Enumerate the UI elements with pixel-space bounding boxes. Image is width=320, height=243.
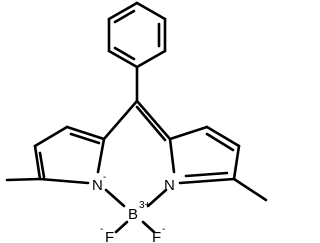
bond bbox=[102, 99, 139, 141]
bond bbox=[107, 49, 139, 69]
bodipy-structure: N - N B 3+ - F F - bbox=[5, 1, 268, 243]
double-bond-line bbox=[113, 9, 136, 24]
right-pyrrole-ring bbox=[168, 125, 268, 202]
double-bond-line bbox=[135, 105, 167, 142]
bond bbox=[33, 144, 42, 181]
bond bbox=[146, 188, 168, 208]
nitrogen-left-charge: - bbox=[103, 172, 106, 183]
phenyl-ring bbox=[107, 1, 167, 69]
bond bbox=[168, 137, 176, 174]
fluorine-left-label: F bbox=[105, 229, 114, 243]
bond bbox=[33, 125, 69, 148]
nitrogen-right-label: N bbox=[164, 177, 175, 194]
bond bbox=[135, 49, 167, 69]
double-bond-line bbox=[184, 171, 229, 178]
fluorine-right-label: F bbox=[152, 229, 161, 243]
bond bbox=[168, 125, 209, 141]
bond bbox=[135, 1, 167, 21]
bond bbox=[96, 137, 106, 174]
bond bbox=[135, 99, 172, 141]
bond bbox=[114, 220, 129, 234]
fluorine-left-charge: - bbox=[100, 224, 103, 235]
bond bbox=[107, 1, 139, 21]
fluorine-right-charge: - bbox=[162, 224, 165, 235]
bond bbox=[178, 177, 236, 185]
double-bond-line bbox=[38, 151, 46, 179]
bond bbox=[205, 125, 241, 148]
boron-label: B bbox=[128, 206, 138, 223]
nitrogen-left-label: N bbox=[92, 177, 103, 194]
bond bbox=[104, 188, 126, 208]
boron-charge: 3+ bbox=[139, 200, 151, 211]
methyl-bond bbox=[232, 177, 268, 202]
double-bond-line bbox=[205, 132, 235, 152]
bond bbox=[141, 220, 156, 234]
methyl-bond bbox=[5, 177, 42, 182]
bond bbox=[65, 125, 106, 141]
left-pyrrole-ring bbox=[5, 125, 106, 185]
double-bond-line bbox=[69, 132, 101, 145]
bond bbox=[232, 144, 241, 181]
double-bond-line bbox=[113, 46, 136, 61]
bond bbox=[38, 177, 90, 185]
